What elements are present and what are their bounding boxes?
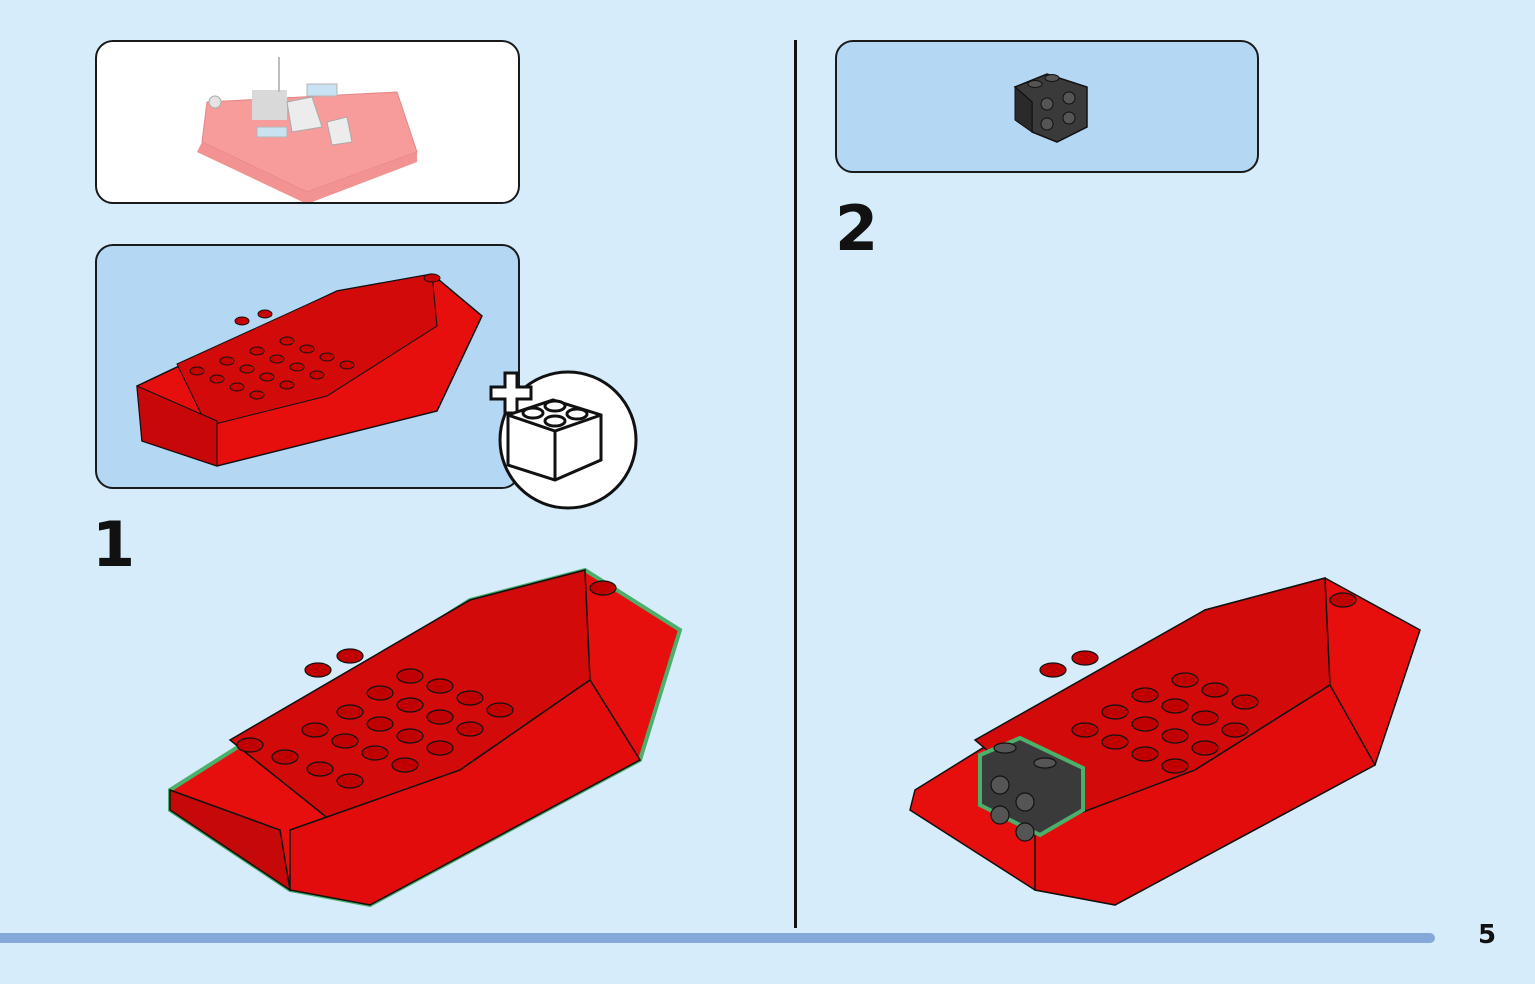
finished-model-preview: [95, 40, 520, 204]
parts-callout: [835, 40, 1259, 173]
dark-bracket-brick: [1013, 73, 1088, 143]
step-number-2: 2: [835, 192, 879, 265]
step-2-boat-image: [909, 577, 1421, 906]
page-number: 5: [1478, 920, 1497, 950]
page-progress-bar: [0, 933, 1435, 943]
small-red-dinghy-image: [136, 273, 483, 467]
step-number-1: 1: [92, 508, 136, 581]
step-1-boat-image: [168, 567, 683, 908]
column-divider: [794, 40, 797, 928]
plus-brick-icon: [489, 370, 638, 510]
faded-fire-boat-image: [197, 57, 418, 202]
subassembly-callout: [95, 244, 520, 489]
